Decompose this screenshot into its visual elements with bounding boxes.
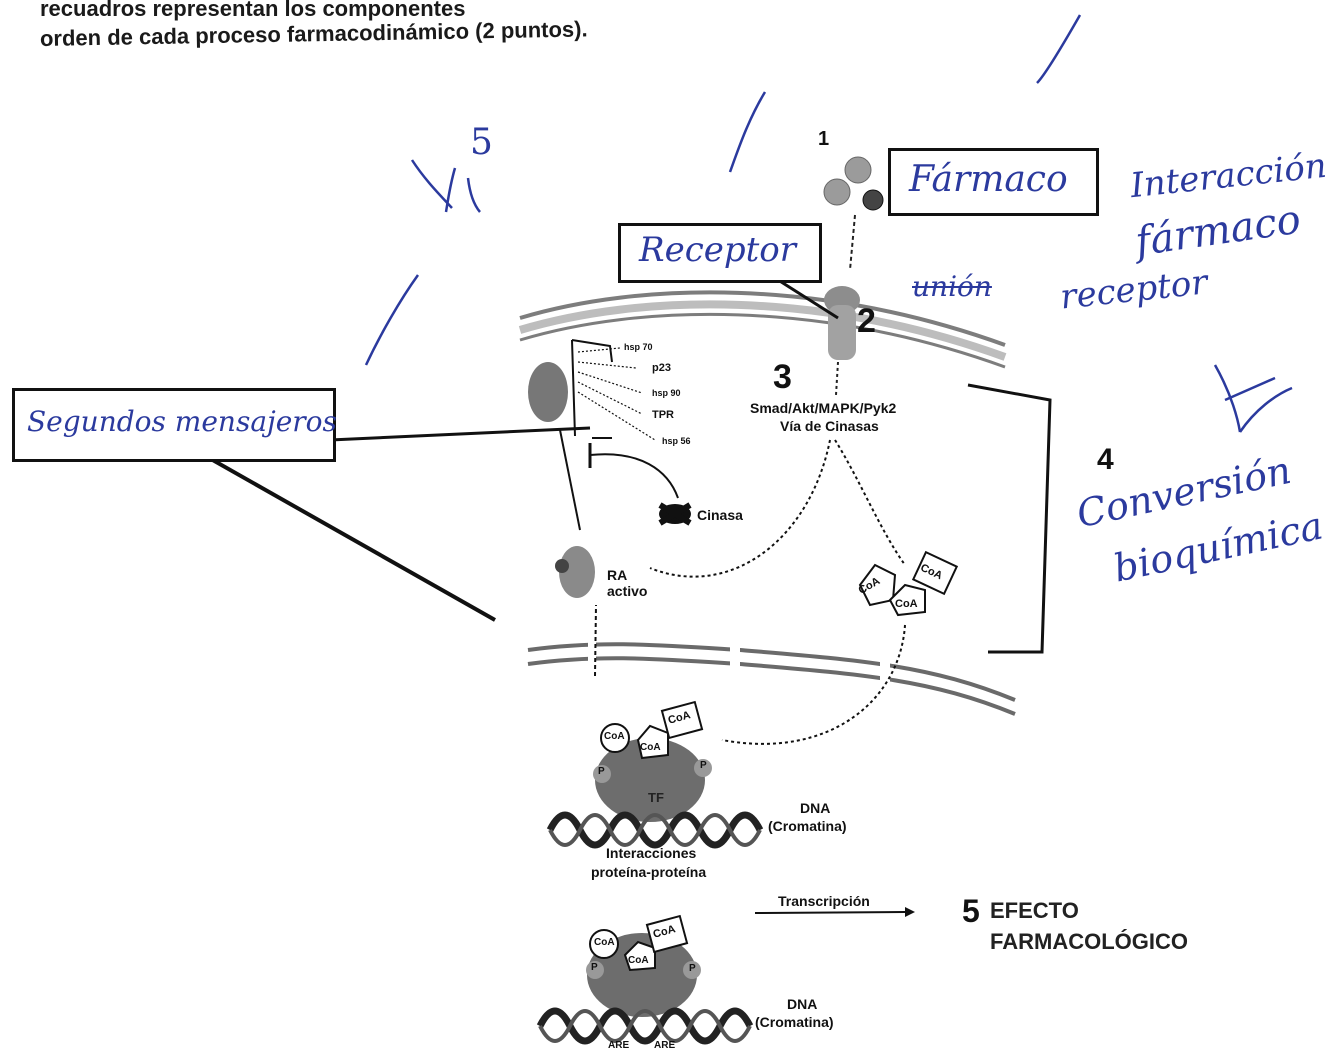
pen-marks: [364, 14, 1293, 433]
p-label-1: P: [598, 766, 605, 777]
step-2: 2: [857, 302, 876, 340]
efecto-label: EFECTO: [990, 898, 1079, 923]
proteina-label: proteína-proteína: [591, 864, 707, 880]
step-1: 1: [818, 128, 830, 150]
hsp-complex: [528, 339, 656, 441]
header-line-1: recuadros representan los componentes: [40, 0, 466, 21]
answer-box-receptor: Receptor: [618, 223, 822, 283]
cinasa-shape: [658, 502, 692, 526]
coa-label-5: CoA: [640, 742, 661, 753]
step-4: 4: [1097, 443, 1114, 476]
answer-box-segundos: Segundos mensajeros: [12, 388, 337, 462]
ra-activo-label: RA activo: [607, 567, 648, 599]
answer-box-farmaco: Fármaco: [888, 148, 1099, 216]
chromatin-complex-2: [586, 914, 701, 1017]
hand-score: 5: [470, 122, 493, 163]
interacciones-label: Interacciones: [606, 845, 697, 861]
cromatina-label-1: (Cromatina): [768, 818, 847, 834]
dna-label-2: DNA: [787, 996, 818, 1012]
hsp-label-1: hsp 70: [624, 342, 653, 352]
ra-activo-shape: [555, 546, 595, 598]
dna-label-1: DNA: [800, 800, 831, 816]
coa-cluster-cytoplasm: [858, 550, 959, 617]
chromatin-complex-1: [593, 700, 712, 822]
question-header: recuadros representan los componentes or…: [40, 0, 588, 54]
coa-label-7: CoA: [594, 937, 615, 948]
farmacologico-label: FARMACOLÓGICO: [990, 929, 1188, 954]
answer-farmaco: Fármaco: [909, 159, 1068, 200]
hsp-label-3: hsp 90: [652, 388, 681, 398]
coa-label-3: CoA: [895, 598, 918, 610]
hsp-label-2: p23: [652, 362, 671, 374]
hsp-label-5: hsp 56: [662, 436, 691, 446]
dna-helix-2: [536, 1007, 754, 1045]
p-label-3: P: [591, 962, 598, 973]
drug-molecules: [823, 156, 884, 211]
step-5: 5: [962, 893, 980, 929]
receptor-protein: [824, 286, 860, 360]
cinasa-label: Cinasa: [697, 507, 743, 523]
pathway-sublabel: Vía de Cinasas: [780, 418, 879, 434]
p-label-2: P: [700, 760, 707, 771]
transcripcion-label: Transcripción: [778, 893, 870, 909]
dna-helix-1: [546, 811, 764, 849]
coa-label-4: CoA: [604, 731, 625, 742]
step-3: 3: [773, 358, 792, 396]
hand-union: unión: [912, 270, 992, 303]
nuclear-envelope: [527, 642, 1016, 716]
cell-membrane: [519, 290, 1006, 347]
p-label-4: P: [689, 963, 696, 974]
coa-label-8: CoA: [628, 955, 649, 966]
answer-receptor: Receptor: [639, 230, 797, 270]
answer-segundos: Segundos mensajeros: [27, 405, 337, 438]
pathway-label: Smad/Akt/MAPK/Pyk2: [750, 400, 897, 416]
cromatina-label-2: (Cromatina): [755, 1014, 834, 1030]
tf-label: TF: [648, 790, 664, 805]
bracket-step-4: [967, 383, 1052, 654]
are-label-1: ARE: [608, 1040, 630, 1051]
are-label-2: ARE: [654, 1040, 676, 1051]
hsp-label-4: TPR: [652, 409, 674, 421]
